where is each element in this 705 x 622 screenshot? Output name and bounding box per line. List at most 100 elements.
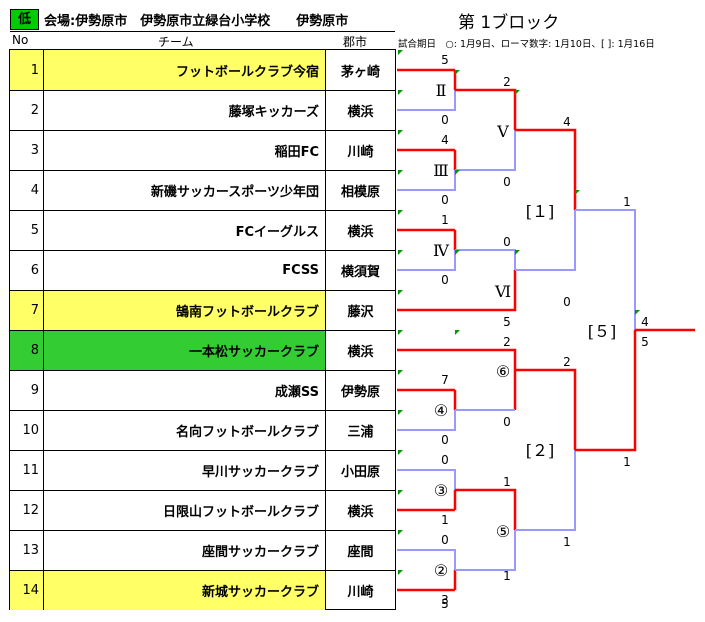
- match-label: ③: [434, 481, 448, 500]
- team-number: 2: [10, 91, 44, 130]
- cell-marker: [398, 410, 403, 415]
- team-number: 1: [10, 50, 44, 90]
- match-label: [２]: [526, 441, 555, 460]
- team-city: 藤沢: [347, 305, 374, 320]
- bracket-line: [515, 128, 577, 210]
- bracket-line: [397, 170, 456, 191]
- match-label: ②: [434, 561, 448, 580]
- cell-marker: [398, 50, 403, 55]
- score-text: 0: [563, 295, 571, 309]
- level-badge: 低: [10, 9, 39, 30]
- team-number: 10: [10, 411, 44, 450]
- team-city: 川崎: [347, 585, 374, 600]
- team-name: FCイーグルス: [44, 211, 326, 250]
- bracket-line: [515, 368, 577, 450]
- score-text: 4: [563, 115, 571, 129]
- score-text: 1: [441, 213, 449, 227]
- cell-marker: [398, 330, 403, 335]
- score-text: 1: [563, 535, 571, 549]
- cell-marker: [398, 450, 403, 455]
- column-header-no: No: [12, 33, 29, 47]
- team-city: 相模原: [340, 185, 380, 200]
- team-city: 伊勢原: [340, 385, 380, 400]
- bracket-line: [455, 130, 516, 171]
- bracket-line: [397, 90, 456, 111]
- team-number: 6: [10, 251, 44, 290]
- cell-marker: [398, 490, 403, 495]
- score-text: 0: [441, 113, 449, 127]
- team-name: 成瀬SS: [44, 371, 326, 410]
- team-number: 13: [10, 531, 44, 570]
- team-city: 横浜: [347, 505, 374, 520]
- venue-text: 会場:伊勢原市 伊勢原市立緑台小学校 伊勢原市: [44, 14, 349, 29]
- cell-marker: [455, 330, 460, 335]
- cell-marker: [455, 170, 460, 175]
- team-name: FCSS: [44, 251, 326, 290]
- match-label: Ⅲ: [433, 161, 448, 180]
- score-text: 1: [503, 569, 511, 583]
- header-divider: [10, 31, 395, 32]
- bracket-line: [397, 410, 456, 431]
- cell-marker: [515, 250, 520, 255]
- match-label: Ⅴ: [496, 122, 509, 141]
- schedule-note: 試合期日 ○: 1月9日、ローマ数字: 1月10日、[ ]: 1月16日: [398, 39, 655, 50]
- match-label: ⑥: [496, 362, 510, 381]
- team-number: 14: [10, 571, 44, 610]
- score-text: 5: [441, 597, 449, 611]
- bracket-line: [397, 348, 517, 410]
- score-text: 4: [441, 133, 449, 147]
- team-city: 横浜: [347, 345, 374, 360]
- bracket-line: [455, 530, 516, 571]
- team-number: 4: [10, 171, 44, 210]
- cell-marker: [398, 90, 403, 95]
- score-text: 1: [503, 475, 511, 489]
- team-name: 日限山フットボールクラブ: [44, 491, 326, 530]
- cell-marker: [398, 210, 403, 215]
- match-label: Ⅵ: [494, 282, 511, 301]
- score-text: 0: [441, 533, 449, 547]
- match-label: ⑤: [496, 522, 510, 541]
- score-text: 7: [441, 373, 449, 387]
- score-text: 2: [503, 75, 511, 89]
- team-name: 座間サッカークラブ: [44, 531, 326, 570]
- bracket-line: [515, 210, 576, 271]
- cell-marker: [455, 250, 460, 255]
- block-title: 第 1ブロック: [458, 13, 560, 33]
- score-text: 2: [563, 355, 571, 369]
- score-text: 0: [503, 415, 511, 429]
- team-name: フットボールクラブ今宿: [44, 50, 326, 90]
- score-text: 1: [623, 195, 631, 209]
- cell-marker: [635, 310, 640, 315]
- team-name: 藤塚キッカーズ: [44, 91, 326, 130]
- score-text: 0: [503, 235, 511, 249]
- cell-marker: [398, 370, 403, 375]
- team-name: 新磯サッカースポーツ少年団: [44, 171, 326, 210]
- team-city: 横須賀: [340, 265, 380, 280]
- column-header-city: 郡市: [343, 35, 368, 49]
- bracket-line: [515, 450, 576, 531]
- score-text: 5: [641, 335, 649, 349]
- cell-marker: [575, 190, 580, 195]
- team-city: 横浜: [347, 225, 374, 240]
- cell-marker: [398, 290, 403, 295]
- team-name: 稲田FC: [44, 131, 326, 170]
- team-city: 座間: [347, 545, 374, 560]
- team-city: 茅ヶ崎: [340, 64, 380, 80]
- team-number: 11: [10, 451, 44, 490]
- team-name: 一本松サッカークラブ: [44, 331, 326, 370]
- score-text: 0: [441, 433, 449, 447]
- cell-marker: [398, 570, 403, 575]
